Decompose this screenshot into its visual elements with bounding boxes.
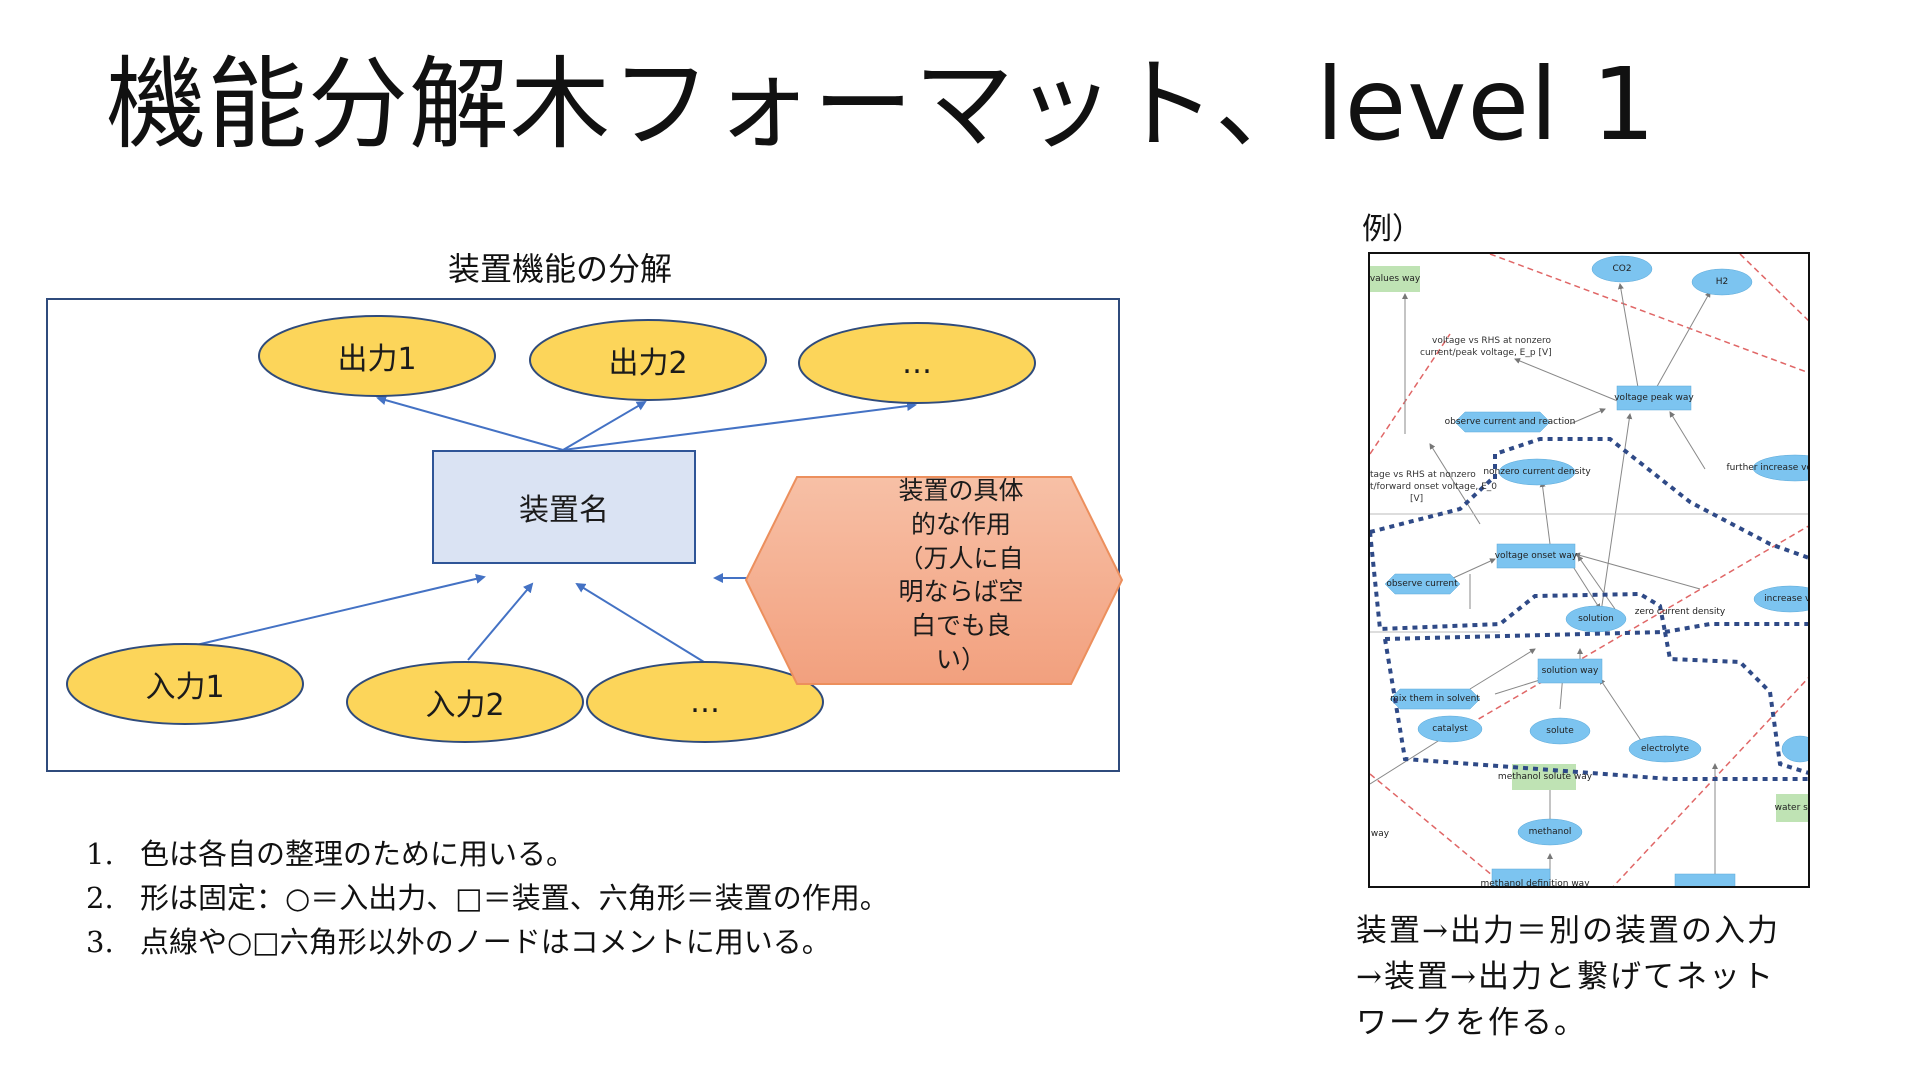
ex-node-methanol: methanol [1528,827,1572,837]
ex-node-observe-current: observe current [1386,579,1458,589]
ex-node-way: way [1370,829,1390,839]
ex-node-solution-way: solution way [1541,666,1599,676]
note-number: 2. [86,881,114,915]
ex-node-voltage-peak-way: voltage peak way [1614,393,1694,403]
ex-node-methanol-definition: methanol definition way [1480,879,1590,888]
example-network: values way CO2 H2 voltage vs RHS at nonz… [1368,252,1810,888]
example-caption-line: ワークを作る。 [1356,1005,1587,1041]
input-label-1: 入力1 [145,670,225,705]
ex-voltage-rhs-onset-1: tage vs RHS at nonzero [1370,470,1476,480]
ex-node-nonzero-current-density: nonzero current density [1483,467,1591,477]
dotted-outlines [1370,437,1808,781]
example-label: 例） [1362,212,1422,247]
arrow-device-to-output-2 [562,400,647,451]
diagram-frame [46,298,1120,772]
ex-node-mix-in-solvent: mix them in solvent [1390,694,1480,704]
note-text: 形は固定：○＝入出力、□＝装置、六角形＝装置の作用。 [140,881,889,915]
example-caption: 装置→出力＝別の装置の入力 →装置→出力と繋げてネット ワークを作る。 [1356,908,1780,1046]
ex-node-electrolyte: electrolyte [1641,744,1689,754]
action-hexagon [744,476,1124,685]
diagram-caption: 装置機能の分解 [448,250,673,288]
arrow-device-to-output-3 [562,401,917,451]
slide-title: 機能分解木フォーマット、level 1 [106,46,1657,163]
output-label-3: … [902,345,932,381]
ex-node-co2: CO2 [1612,264,1632,274]
ex-voltage-rhs-onset-2: t/forward onset voltage, E_0 [1370,482,1498,492]
note-text: 色は各自の整理のために用いる。 [140,837,576,871]
ex-node-observe-current-reaction: observe current and reaction [1444,417,1576,427]
grey-edges [1370,283,1808,884]
arrow-input-3-to-device [575,582,705,663]
input-label-3: … [690,684,720,720]
note-item: 3. 点線や○□六角形以外のノードはコメントに用いる。 [86,920,889,964]
arrow-input-1-to-device [191,573,486,647]
action-line: 的な作用 [910,509,1011,539]
ex-node-catalyst: catalyst [1432,724,1468,734]
input-ellipse-2 [346,661,584,743]
output-ellipse-1 [258,315,496,397]
note-number: 1. [86,837,114,871]
ex-node-solute: solute [1546,726,1574,736]
ex-node-values-way: values way [1369,274,1421,284]
example-caption-line: →装置→出力と繋げてネット [1356,959,1775,995]
action-label: 装置の具体 的な作用 （万人に自 明ならば空 白でも良 い） [858,474,1064,684]
arrow-input-2-to-device [467,582,534,661]
ex-node-further-increase: further increase volta [1726,463,1808,473]
action-line: 明ならば空 [898,577,1024,607]
note-number: 3. [86,925,114,959]
example-network-svg [1370,254,1808,886]
ex-voltage-rhs-peak-1: voltage vs RHS at nonzero [1432,336,1552,346]
ex-node-h2: H2 [1715,277,1729,287]
red-dashed-lines [1370,254,1808,886]
ex-voltage-rhs-peak-2: current/peak voltage, E_p [V] [1420,348,1552,358]
ex-node-water-so: water so [1774,803,1810,813]
input-label-2: 入力2 [425,688,505,723]
input-ellipse-3 [586,661,824,743]
device-label: 装置名 [519,493,609,528]
ex-node-methanol-solute-way: methanol solute way [1497,772,1593,782]
device-box [432,450,696,564]
green-nodes [1370,266,1808,822]
ex-node-zero-current-density: zero current density [1634,607,1726,617]
note-item: 1. 色は各自の整理のために用いる。 [86,832,889,876]
input-ellipse-1 [66,643,304,725]
output-ellipse-2 [529,319,767,401]
notes-list: 1. 色は各自の整理のために用いる。 2. 形は固定：○＝入出力、□＝装置、六角形＝… [86,832,889,964]
action-line: （万人に自 [898,543,1024,573]
output-ellipse-3 [798,322,1036,404]
example-caption-line: 装置→出力＝別の装置の入力 [1356,913,1780,949]
ex-node-solution: solution [1578,614,1614,624]
output-label-1: 出力1 [337,342,417,377]
ex-node-increase-vo: increase vo [1764,594,1810,604]
ex-node-voltage-onset-way: voltage onset way [1494,551,1578,561]
output-label-2: 出力2 [608,346,688,381]
action-line: 白でも良 [910,611,1011,640]
arrow-device-to-output-1 [376,395,564,451]
note-item: 2. 形は固定：○＝入出力、□＝装置、六角形＝装置の作用。 [86,876,889,920]
note-text: 点線や○□六角形以外のノードはコメントに用いる。 [140,925,831,959]
blue-nodes [1384,255,1808,886]
ex-voltage-rhs-onset-3: [V] [1410,494,1424,504]
action-line: 装置の具体 [898,476,1024,505]
action-line: い） [935,644,986,674]
